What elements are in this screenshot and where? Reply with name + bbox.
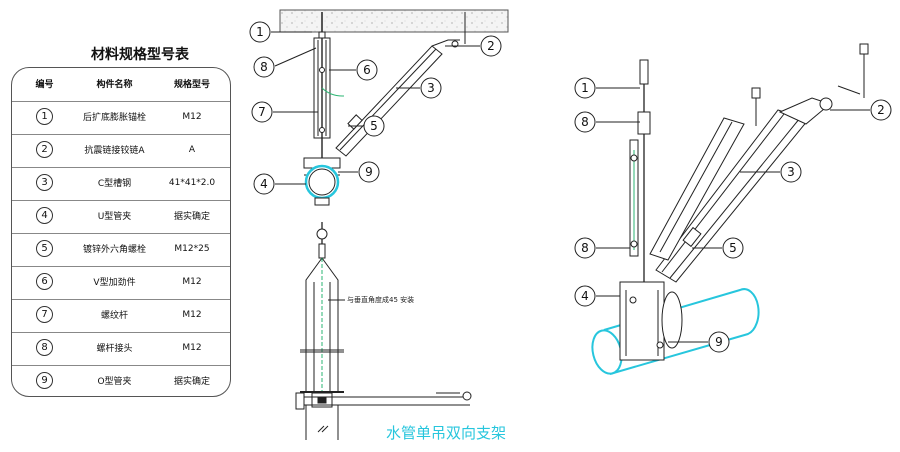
row-name: O型管夹 xyxy=(97,377,132,387)
iso-callout-label-8a: 8 xyxy=(581,115,589,129)
row-spec: M12*25 xyxy=(174,243,210,254)
iso-callout-label-9: 9 xyxy=(715,335,723,349)
iso-callout-label-4: 4 xyxy=(581,289,589,303)
row-spec: M12 xyxy=(182,342,202,353)
table-row: 3 C型槽钢 41*41*2.0 xyxy=(12,167,230,197)
row-number: 1 xyxy=(36,108,53,125)
front-callout-label-1: 1 xyxy=(256,25,264,39)
front-callout-label-6: 6 xyxy=(363,63,371,77)
row-spec: 41*41*2.0 xyxy=(168,177,216,188)
row-name: 螺纹杆 xyxy=(100,311,128,321)
table-row: 7 螺纹杆 M12 xyxy=(12,299,230,329)
iso-callout-2 xyxy=(870,99,892,121)
row-spec: M12 xyxy=(182,111,202,122)
table-row: 8 螺杆接头 M12 xyxy=(12,332,230,362)
front-view xyxy=(279,9,509,206)
iso-callout-label-2: 2 xyxy=(877,103,885,117)
row-name: 后扩底膨胀锚栓 xyxy=(82,113,146,123)
iso-callout-label-5: 5 xyxy=(729,241,737,255)
iso-callout-1 xyxy=(574,77,596,99)
iso-callout-labels: 1 2 3 4 5 8 8 9 xyxy=(581,81,885,349)
row-spec: 据实确定 xyxy=(173,377,210,387)
iso-callout-3 xyxy=(780,161,802,183)
row-spec: 据实确定 xyxy=(173,212,210,222)
iso-callout-9 xyxy=(708,331,730,353)
header-name: 构件名称 xyxy=(96,79,133,90)
iso-callout-label-3: 3 xyxy=(787,165,795,179)
front-callout-label-9: 9 xyxy=(365,165,373,179)
row-number: 6 xyxy=(36,273,53,290)
row-number: 4 xyxy=(36,207,53,224)
callout-9 xyxy=(358,161,380,183)
row-number: 5 xyxy=(36,240,53,257)
callout-5 xyxy=(363,115,385,137)
front-callout-labels: 1 2 3 4 5 6 7 8 9 xyxy=(256,25,495,191)
row-name: U型管夹 xyxy=(97,212,132,222)
row-number: 2 xyxy=(36,141,53,158)
iso-callout-5 xyxy=(722,237,744,259)
iso-callout-8a xyxy=(574,111,596,133)
side-view xyxy=(295,222,472,440)
row-number: 8 xyxy=(36,339,53,356)
callout-2 xyxy=(480,35,502,57)
front-callout-label-5: 5 xyxy=(370,119,378,133)
front-callouts xyxy=(249,21,502,195)
callout-8 xyxy=(253,56,275,78)
iso-callout-4 xyxy=(574,285,596,307)
front-callout-label-2: 2 xyxy=(487,39,495,53)
row-number: 9 xyxy=(36,372,53,389)
row-name: 镀锌外六角螺栓 xyxy=(82,245,146,255)
spec-table: 编号 构件名称 规格型号 1 后扩底膨胀锚栓 M12 2 抗震链接铰链A A 3… xyxy=(11,67,231,397)
callout-4 xyxy=(253,173,275,195)
table-row: 1 后扩底膨胀锚栓 M12 xyxy=(12,101,230,131)
front-callout-label-4: 4 xyxy=(260,177,268,191)
callout-3 xyxy=(420,77,442,99)
table-header-row: 编号 构件名称 规格型号 xyxy=(12,68,230,98)
row-name: 螺杆接头 xyxy=(96,344,133,354)
table-row: 5 镀锌外六角螺栓 M12*25 xyxy=(12,233,230,263)
row-spec: M12 xyxy=(182,276,202,287)
table-title: 材料规格型号表 xyxy=(91,47,189,63)
callout-1 xyxy=(249,21,271,43)
ceiling-slab xyxy=(279,9,509,33)
table-row: 6 V型加劲件 M12 xyxy=(12,266,230,296)
front-callout-label-7: 7 xyxy=(258,105,266,119)
row-name: 抗震链接铰链A xyxy=(84,146,145,156)
isometric-view xyxy=(591,43,869,375)
iso-callout-8b xyxy=(574,237,596,259)
header-no: 编号 xyxy=(35,79,54,90)
drawing-caption: 水管单吊双向支架 xyxy=(386,424,507,442)
row-number: 3 xyxy=(36,174,53,191)
row-name: V型加劲件 xyxy=(93,278,136,288)
row-number: 7 xyxy=(36,306,53,323)
row-spec: M12 xyxy=(182,309,202,320)
table-row: 4 U型管夹 据实确定 xyxy=(12,200,230,230)
row-spec: A xyxy=(188,144,196,155)
front-callout-label-3: 3 xyxy=(427,81,435,95)
installation-note: 与垂直角度成45 安装 xyxy=(347,295,414,304)
iso-callout-label-1: 1 xyxy=(581,81,589,95)
front-callout-label-8: 8 xyxy=(260,60,268,74)
callout-7 xyxy=(251,101,273,123)
table-row: 9 O型管夹 据实确定 xyxy=(12,365,230,395)
header-spec: 规格型号 xyxy=(173,79,210,90)
iso-callouts xyxy=(574,77,892,353)
table-row: 2 抗震链接铰链A A xyxy=(12,134,230,164)
iso-callout-label-8b: 8 xyxy=(581,241,589,255)
row-name: C型槽钢 xyxy=(97,179,132,189)
callout-6 xyxy=(356,59,378,81)
